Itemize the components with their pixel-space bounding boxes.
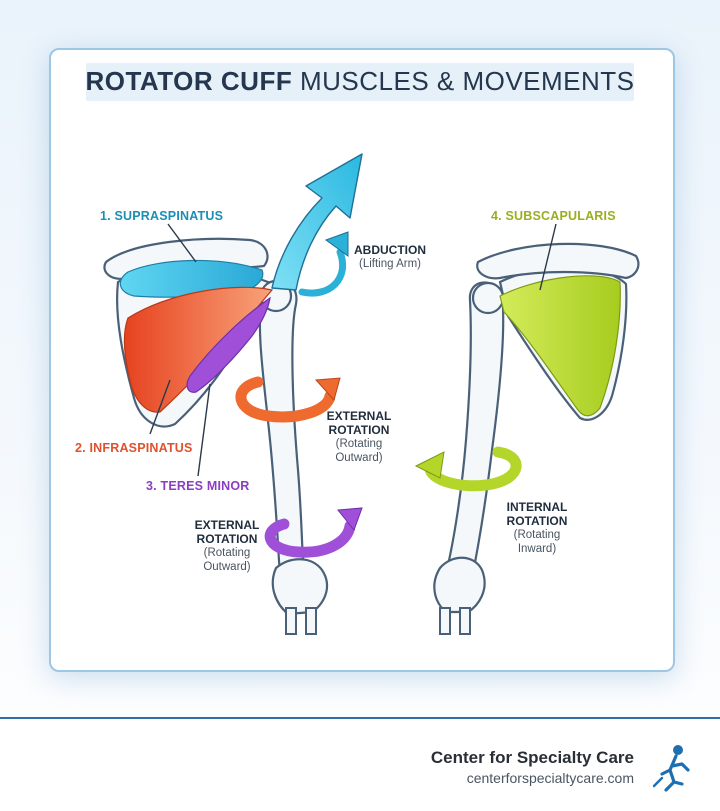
int-rot-heading-1: INTERNAL	[506, 500, 568, 514]
internal-rotation-arrowhead	[414, 451, 445, 479]
brand-url[interactable]: centerforspecialtycare.com	[466, 770, 634, 786]
right-acromion	[476, 242, 640, 280]
ext-rot-upper-heading-2: ROTATION	[328, 423, 390, 437]
title-strong: ROTATOR CUFF	[85, 66, 293, 96]
movement-external-rotation-upper: EXTERNAL ROTATION (Rotating Outward)	[316, 409, 402, 465]
label-supraspinatus: 1. SUPRASPINATUS	[100, 209, 224, 223]
movement-abduction: ABDUCTION (Lifting Arm)	[344, 243, 436, 271]
external-rotation-lower-arrowhead	[337, 507, 363, 532]
left-elbow	[271, 558, 329, 616]
footer-divider	[0, 717, 720, 719]
footer	[0, 719, 720, 811]
abduction-sub: (Lifting Arm)	[359, 258, 421, 270]
int-rot-sub-2: Inward)	[517, 543, 557, 555]
left-forearm-bone-1	[285, 607, 297, 635]
ext-rot-upper-sub-2: Outward)	[335, 452, 383, 464]
infraspinatus-leader	[149, 379, 171, 435]
brand-block: Center for Specialty Care centerforspeci…	[431, 748, 634, 786]
internal-rotation-ring	[424, 446, 522, 492]
abduction-arrow	[271, 153, 363, 291]
ext-rot-upper-sub-1: (Rotating	[335, 438, 383, 450]
abduction-curve-arrowhead	[324, 231, 349, 257]
title-band	[86, 63, 634, 101]
ext-rot-upper-heading-1: EXTERNAL	[326, 409, 392, 423]
title-thin: MUSCLES & MOVEMENTS	[299, 66, 635, 96]
brand-name: Center for Specialty Care	[430, 748, 634, 767]
right-humeral-head	[471, 281, 505, 315]
ext-rot-lower-sub-1: (Rotating	[203, 547, 251, 559]
ext-rot-lower-sub-2: Outward)	[203, 561, 251, 573]
ext-rot-lower-heading-2: ROTATION	[196, 532, 258, 546]
page-title: ROTATOR CUFF MUSCLES & MOVEMENTS	[0, 66, 720, 97]
subscapularis-muscle	[499, 275, 621, 417]
external-rotation-upper-arrowhead	[314, 377, 341, 402]
right-forearm-bone-2	[459, 607, 471, 635]
external-rotation-upper-ring	[235, 376, 336, 423]
label-teres-minor: 3. TERES MINOR	[146, 479, 250, 493]
label-subscapularis: 4. SUBSCAPULARIS	[491, 209, 616, 223]
left-shoulder	[103, 237, 329, 635]
supraspinatus-leader	[167, 223, 197, 263]
label-infraspinatus: 2. INFRASPINATUS	[75, 441, 193, 455]
external-rotation-lower-ring	[264, 518, 356, 558]
int-rot-heading-2: ROTATION	[506, 514, 568, 528]
abduction-heading: ABDUCTION	[354, 243, 426, 257]
right-shoulder	[433, 242, 640, 635]
abduction-curve-arrow	[298, 248, 347, 297]
teres-minor-leader	[197, 383, 211, 477]
movement-internal-rotation: INTERNAL ROTATION (Rotating Inward)	[494, 500, 580, 556]
right-forearm-bone-1	[439, 607, 451, 635]
int-rot-sub-1: (Rotating	[513, 529, 561, 541]
left-forearm-bone-2	[305, 607, 317, 635]
ext-rot-lower-heading-1: EXTERNAL	[194, 518, 260, 532]
subscapularis-leader	[539, 223, 557, 291]
teres-minor-muscle	[186, 296, 271, 393]
runner-logo-icon	[652, 745, 690, 792]
right-elbow	[433, 556, 486, 614]
movement-external-rotation-lower: EXTERNAL ROTATION (Rotating Outward)	[184, 518, 270, 574]
